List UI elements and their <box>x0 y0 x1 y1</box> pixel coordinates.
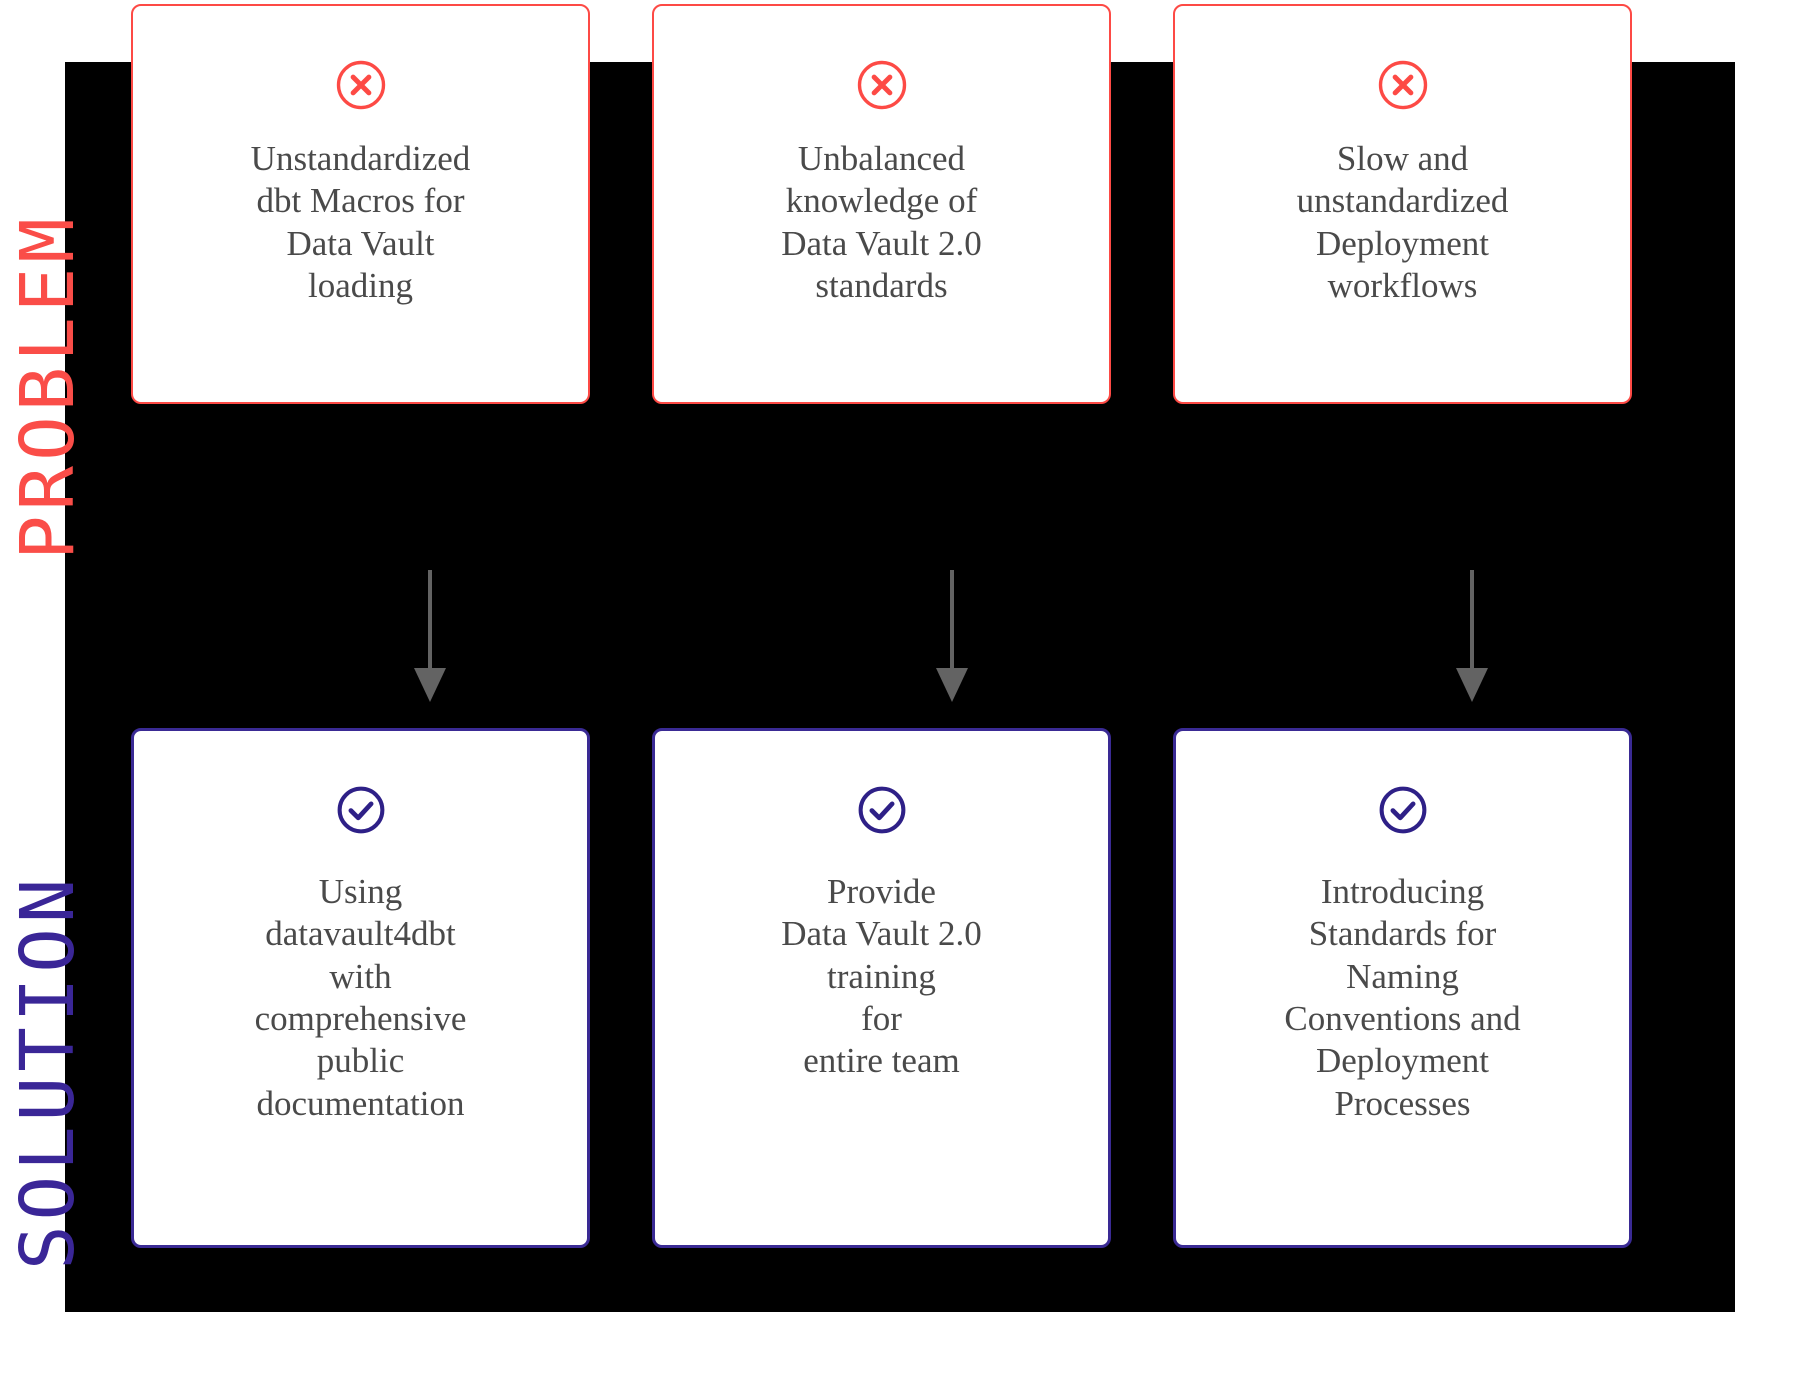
circle-check-icon <box>855 783 909 837</box>
arrow-column-1 <box>410 570 450 710</box>
problem-card-3[interactable]: Slow and unstandardized Deployment workf… <box>1173 4 1632 404</box>
circle-x-icon <box>1376 58 1430 112</box>
circle-x-icon <box>855 58 909 112</box>
circle-check-icon <box>1376 783 1430 837</box>
solution-card-3-text: Introducing Standards for Naming Convent… <box>1284 872 1521 1123</box>
solution-card-2-text: Provide Data Vault 2.0 training for enti… <box>781 872 982 1081</box>
problem-card-1-text: Unstandardized dbt Macros for Data Vault… <box>250 139 471 306</box>
solution-card-row: Using datavault4dbt with comprehensive p… <box>131 728 1800 1248</box>
arrow-column-3 <box>1452 570 1492 710</box>
problem-card-2[interactable]: Unbalanced knowledge of Data Vault 2.0 s… <box>652 4 1111 404</box>
circle-x-icon <box>334 58 388 112</box>
problem-card-2-text: Unbalanced knowledge of Data Vault 2.0 s… <box>781 139 982 306</box>
problem-card-row: Unstandardized dbt Macros for Data Vault… <box>131 4 1800 404</box>
arrow-column-2 <box>932 570 972 710</box>
circle-check-icon <box>334 783 388 837</box>
solution-card-3[interactable]: Introducing Standards for Naming Convent… <box>1173 728 1632 1248</box>
solution-card-1[interactable]: Using datavault4dbt with comprehensive p… <box>131 728 590 1248</box>
solution-card-2[interactable]: Provide Data Vault 2.0 training for enti… <box>652 728 1111 1248</box>
problem-card-1[interactable]: Unstandardized dbt Macros for Data Vault… <box>131 4 590 404</box>
solution-card-1-text: Using datavault4dbt with comprehensive p… <box>254 872 467 1123</box>
problem-card-3-text: Slow and unstandardized Deployment workf… <box>1296 139 1509 306</box>
